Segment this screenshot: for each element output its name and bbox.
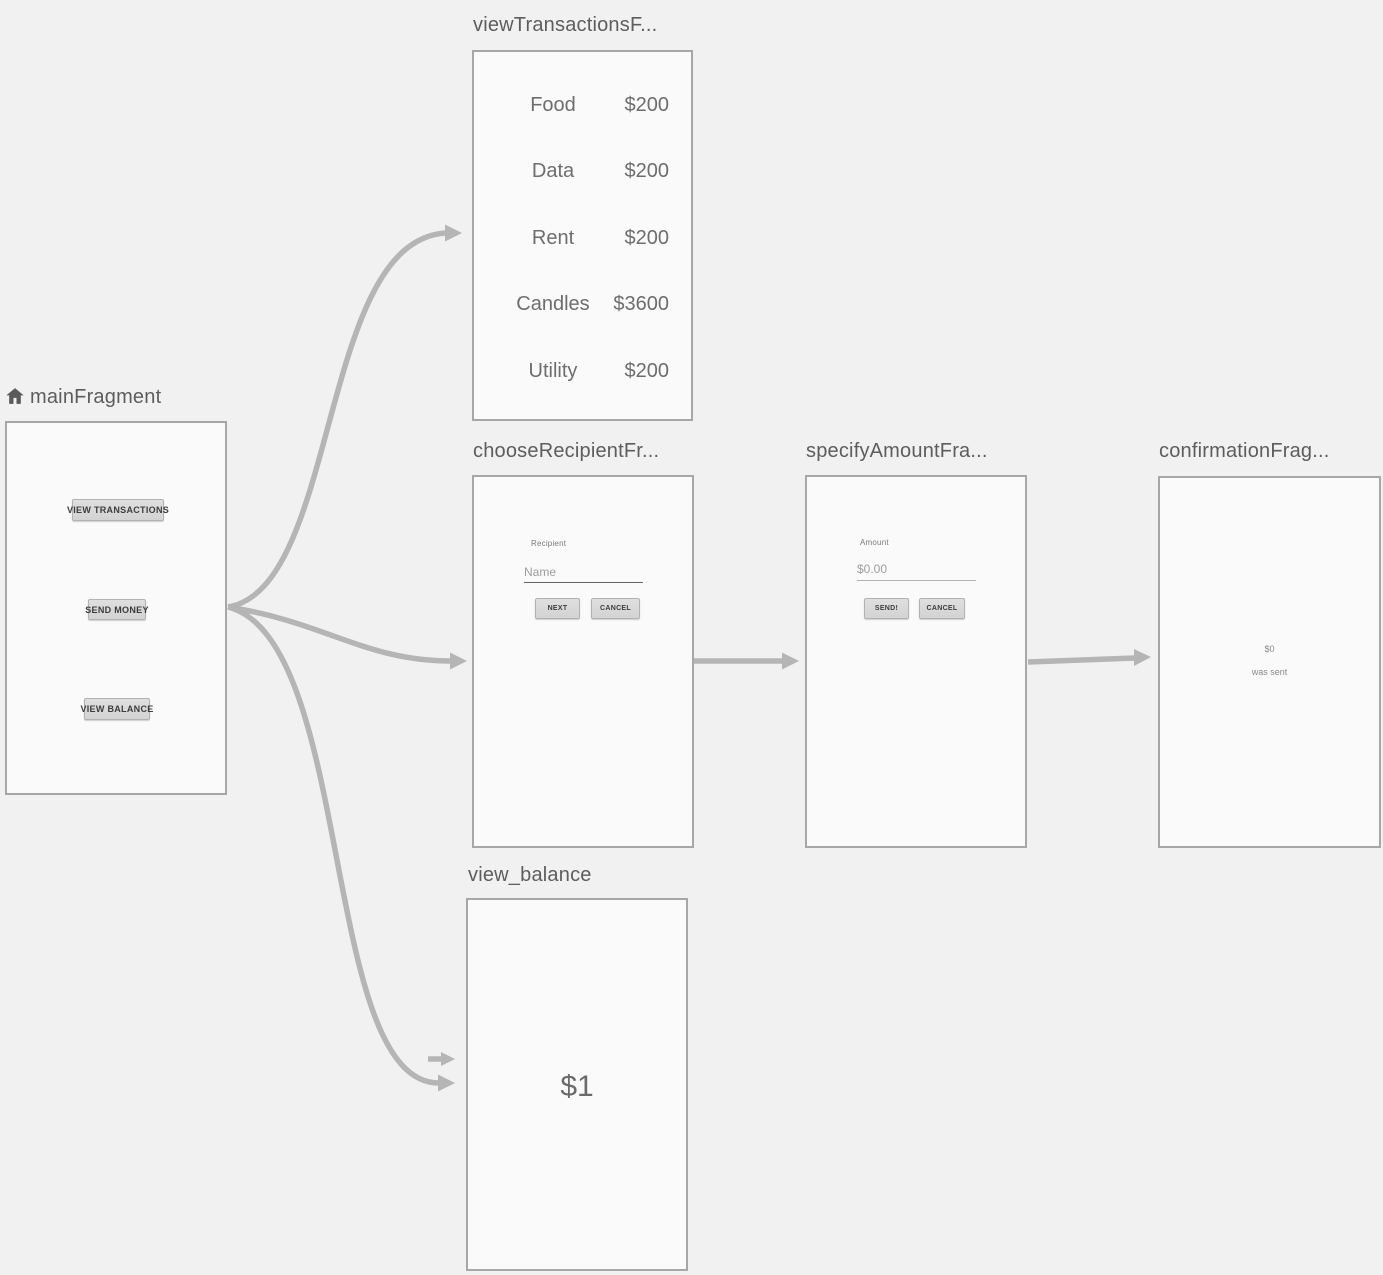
transaction-label: Candles xyxy=(516,293,590,315)
action-main-to-view-balance[interactable] xyxy=(227,604,440,1086)
home-icon xyxy=(5,386,25,412)
send-money-button: SEND MONEY xyxy=(85,599,148,620)
arrowhead-icon xyxy=(441,1052,455,1066)
arrowhead-icon xyxy=(450,652,467,670)
node-title-specify-amount[interactable]: specifyAmountFra... xyxy=(806,440,988,462)
action-specify-amount-to-confirmation[interactable] xyxy=(1027,655,1136,665)
recipient-field-label: Recipient xyxy=(531,539,567,548)
node-specify-amount-fragment[interactable]: Amount $0.00 SEND! CANCEL xyxy=(805,475,1027,848)
node-choose-recipient-fragment[interactable]: Recipient Name NEXT CANCEL xyxy=(472,475,694,848)
transaction-row: Data $200 xyxy=(474,160,691,184)
transaction-value: $200 xyxy=(624,160,670,182)
action-main-to-choose-recipient[interactable] xyxy=(227,604,452,664)
node-title-choose-recipient[interactable]: chooseRecipientFr... xyxy=(473,440,660,462)
balance-text: $1 xyxy=(560,1070,594,1103)
node-view-balance[interactable]: $1 xyxy=(466,898,688,1271)
send-button: SEND! xyxy=(864,598,909,619)
view-transactions-button: VIEW TRANSACTIONS xyxy=(67,499,169,521)
next-button: NEXT xyxy=(535,598,580,619)
node-title-view-balance[interactable]: view_balance xyxy=(468,864,592,886)
view-balance-button: VIEW BALANCE xyxy=(80,698,153,720)
confirmation-amount-text: $0 xyxy=(1264,644,1275,654)
transaction-row: Rent $200 xyxy=(474,227,691,251)
field-underline xyxy=(524,582,643,583)
transaction-row: Candles $3600 xyxy=(474,293,691,317)
transaction-label: Rent xyxy=(531,227,575,249)
node-title-confirmation[interactable]: confirmationFrag... xyxy=(1159,440,1330,462)
transaction-row: Food $200 xyxy=(474,94,691,118)
transaction-value: $200 xyxy=(624,227,670,249)
recipient-name-field: Name xyxy=(524,565,557,579)
transaction-value: $3600 xyxy=(613,293,669,315)
arrowhead-icon xyxy=(445,224,462,242)
confirmation-caption-text: was sent xyxy=(1251,667,1288,677)
transaction-label: Utility xyxy=(528,360,578,382)
node-title-label: mainFragment xyxy=(30,386,162,408)
node-view-transactions-fragment[interactable]: Food $200 Data $200 Rent $200 Candles $3… xyxy=(472,50,693,421)
transaction-label: Data xyxy=(531,160,575,182)
node-confirmation-fragment[interactable]: $0 was sent xyxy=(1158,476,1381,848)
arrowhead-icon xyxy=(1134,649,1151,666)
action-main-to-view-transactions[interactable] xyxy=(227,230,447,610)
transaction-label: Food xyxy=(530,94,576,116)
cancel-button: CANCEL xyxy=(591,598,640,619)
transaction-row: Utility $200 xyxy=(474,360,691,384)
cancel-button: CANCEL xyxy=(919,598,965,619)
amount-value-field: $0.00 xyxy=(857,562,888,576)
transaction-value: $200 xyxy=(624,360,670,382)
node-title-view-transactions[interactable]: viewTransactionsF... xyxy=(473,14,658,36)
node-title-main-fragment[interactable]: mainFragment xyxy=(5,385,161,412)
field-underline xyxy=(857,580,976,581)
transaction-value: $200 xyxy=(624,94,670,116)
arrowhead-icon xyxy=(782,652,799,670)
arrowhead-icon xyxy=(438,1074,455,1092)
node-main-fragment[interactable]: VIEW TRANSACTIONS SEND MONEY VIEW BALANC… xyxy=(5,421,227,795)
amount-field-label: Amount xyxy=(860,538,889,547)
